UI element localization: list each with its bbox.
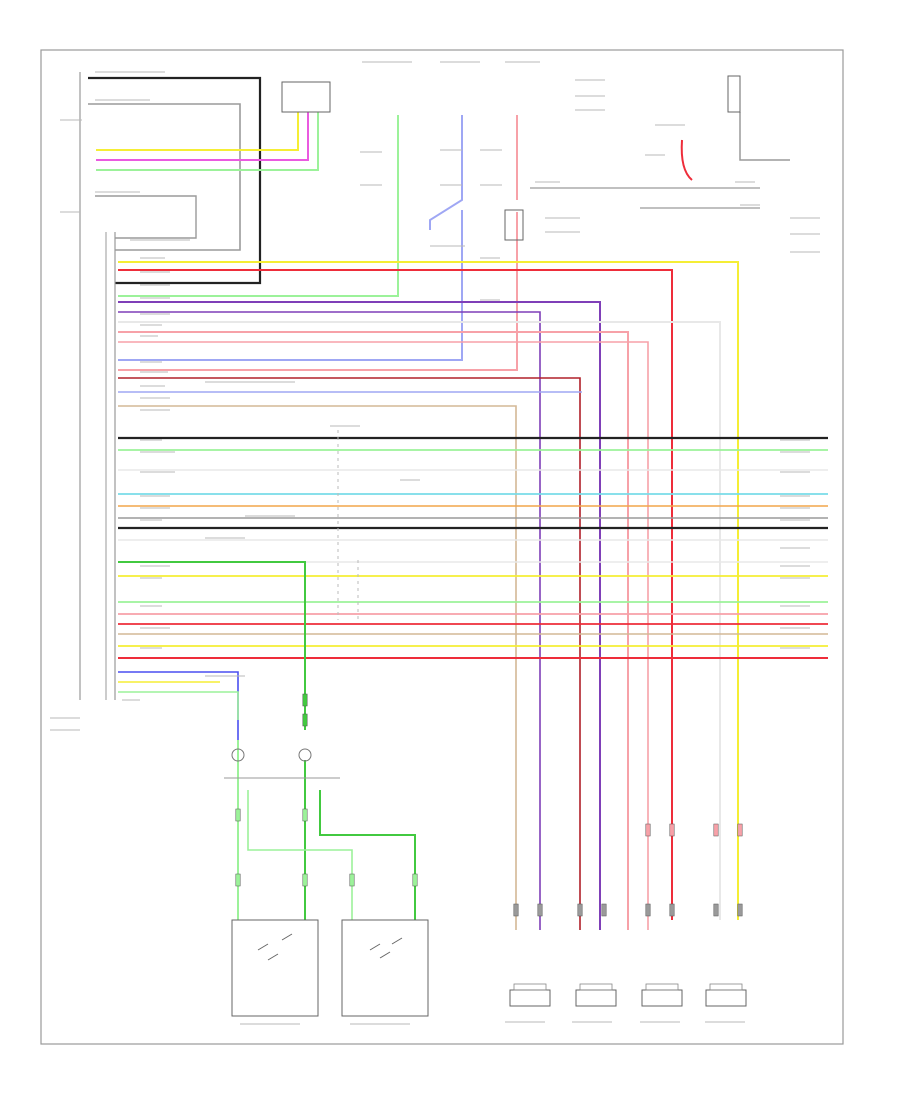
speaker-connector-pin-7: [713, 903, 719, 917]
switch-connector-pin-6: [412, 873, 418, 887]
switch-connector-pin-3: [302, 808, 308, 822]
front-right-speaker-cone: [579, 983, 613, 991]
yellow-long-wire: [118, 261, 739, 920]
rear-connector-pin-1: [645, 823, 651, 837]
ltgreen-switch-wire: [118, 691, 239, 720]
rear-left-speaker-cone: [645, 983, 679, 991]
speaker-connector-pin-1: [513, 903, 519, 917]
rear-right-speaker-cone: [709, 983, 743, 991]
diagram-frame: [40, 49, 844, 1045]
red-antenna-wire: [680, 139, 693, 181]
speaker-connector-pin-4: [601, 903, 607, 917]
violet-long-wire: [118, 301, 601, 930]
switch-connector-pin-4: [302, 873, 308, 887]
speaker-connector-pin-2: [537, 903, 543, 917]
fuse-block-box: [504, 209, 524, 241]
aux-feed-wire: [95, 195, 197, 239]
right-steering-switch-box: [231, 919, 319, 1017]
rear-connector-pin-2: [669, 823, 675, 837]
antenna-amplifier-box: [281, 81, 331, 113]
switch-contact-4: [369, 943, 381, 951]
front-left-speaker-cone: [513, 983, 547, 991]
switch-connector-pin-2: [235, 873, 241, 887]
speaker-connector-pin-3: [577, 903, 583, 917]
switch-connector-pin-1: [235, 808, 241, 822]
component-layer: [231, 75, 747, 1017]
antenna-feed-wire-2: [88, 103, 241, 251]
left-steering-switch-box: [341, 919, 429, 1017]
antenna-feed-wire: [88, 76, 262, 285]
switch-contact-2: [267, 953, 279, 961]
rear-connector-pin-3: [713, 823, 719, 837]
speaker-connector-pin-5: [645, 903, 651, 917]
blue-return-wire: [118, 210, 463, 361]
pink-long-wire: [118, 331, 629, 930]
green-power-wire: [118, 115, 399, 297]
white-long-wire: [118, 321, 721, 920]
mark-layer: [50, 61, 820, 1025]
ground-block-box: [727, 75, 741, 113]
green-switch-wire: [118, 561, 306, 730]
speaker-connector-pin-8: [737, 903, 743, 917]
clockspring-connector-pin-1: [302, 693, 308, 707]
rear-connector-pin-4: [737, 823, 743, 837]
yellow-feed-wire: [96, 112, 299, 151]
violet-long-wire-2: [118, 311, 541, 930]
blue-feed-wire: [429, 115, 463, 230]
clockspring-connector-pin-2: [302, 713, 308, 727]
pink-long-wire-2: [118, 341, 649, 930]
red-long-wire: [118, 269, 673, 920]
tan-long-wire: [118, 405, 517, 930]
wire-layer: [79, 72, 828, 930]
clockspring-contact-2: [298, 748, 312, 762]
clockspring-contact-1: [231, 748, 245, 762]
switch-connector-pin-5: [349, 873, 355, 887]
ground-wire: [739, 112, 790, 161]
dark-red-wire: [118, 377, 581, 930]
switch-contact-3: [281, 933, 293, 941]
switch-contact-1: [257, 943, 269, 951]
ltgreen-feed-wire: [96, 112, 319, 171]
switch-contact-5: [379, 951, 391, 959]
speaker-connector-pin-6: [669, 903, 675, 917]
switch-contact-6: [391, 937, 403, 945]
magenta-feed-wire: [96, 112, 309, 161]
pink-return-wire: [118, 212, 518, 371]
